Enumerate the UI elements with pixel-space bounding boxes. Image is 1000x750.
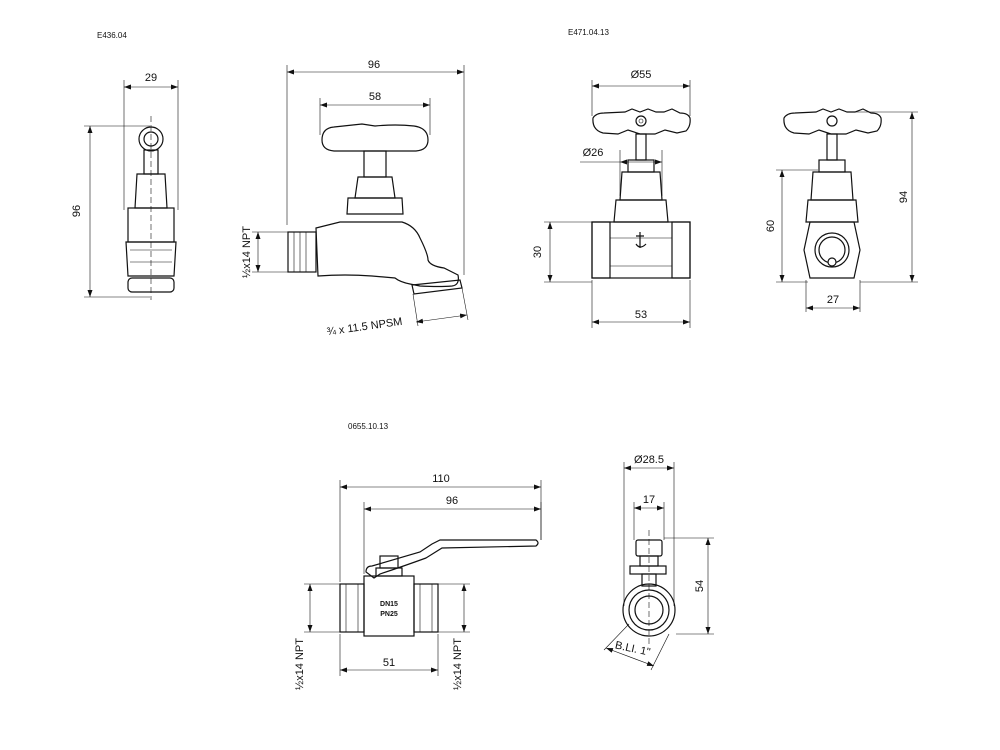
dim-globe-side-height: 60 xyxy=(765,220,777,232)
faucet-front-view xyxy=(287,123,463,295)
ball-valve-front-dims: 110 96 51 ½x14 NPT ½x14 NPT xyxy=(294,473,542,690)
dim-globe-body-height: 30 xyxy=(532,246,544,258)
ball-valve-side-dims: Ø28.5 17 54 B.LI. 1" xyxy=(603,454,714,671)
globe-valve-code: E471.04.13 xyxy=(568,28,609,37)
ball-body-mark-2: PN25 xyxy=(380,611,398,618)
dim-ball-total-length: 110 xyxy=(432,473,450,485)
globe-valve-front-dims: Ø55 Ø26 30 53 xyxy=(532,69,691,328)
dim-globe-total-height: 94 xyxy=(898,191,910,203)
dim-faucet-handle-width: 58 xyxy=(369,91,381,103)
dim-faucet-outlet-thread: ¾ x 11.5 NPSM xyxy=(326,316,403,338)
globe-valve-front-view xyxy=(591,108,691,279)
faucet-side-dims: 29 96 xyxy=(71,72,179,298)
ball-valve-side-view xyxy=(622,530,676,645)
faucet-side-view xyxy=(125,116,177,300)
globe-valve-side-view xyxy=(783,108,882,279)
ball-valve-front-view: DN15 PN25 xyxy=(339,539,539,637)
dim-globe-body-length: 53 xyxy=(635,309,647,321)
dim-ball-body-length: 51 xyxy=(383,657,395,669)
ball-valve-code: 0655.10.13 xyxy=(348,422,389,431)
faucet-code: E436.04 xyxy=(97,31,127,40)
dim-ball-bore: B.LI. 1" xyxy=(614,639,652,658)
dim-faucet-side-height: 96 xyxy=(71,205,83,217)
dim-ball-thread-right: ½x14 NPT xyxy=(452,638,464,690)
dim-ball-handle-length: 96 xyxy=(446,495,458,507)
dim-faucet-front-width: 96 xyxy=(368,59,380,71)
dim-globe-stem-dia: Ø26 xyxy=(583,147,604,159)
dim-ball-side-dia: Ø28.5 xyxy=(634,454,664,466)
dim-faucet-inlet-thread-label: ½x14 NPT xyxy=(241,226,253,278)
dim-faucet-side-width: 29 xyxy=(145,72,157,84)
dim-globe-wheel-dia: Ø55 xyxy=(631,69,652,81)
dim-ball-thread-left: ½x14 NPT xyxy=(294,638,306,690)
dim-ball-side-height: 54 xyxy=(694,580,706,592)
dim-ball-nut-width: 17 xyxy=(643,494,655,506)
faucet-front-dims: 96 58 ½x14 NPT ¾ x 11.5 NPSM xyxy=(241,59,469,338)
dim-globe-side-width: 27 xyxy=(827,294,839,306)
ball-body-mark-1: DN15 xyxy=(380,601,398,608)
globe-valve-side-dims: 94 60 27 xyxy=(765,111,918,312)
